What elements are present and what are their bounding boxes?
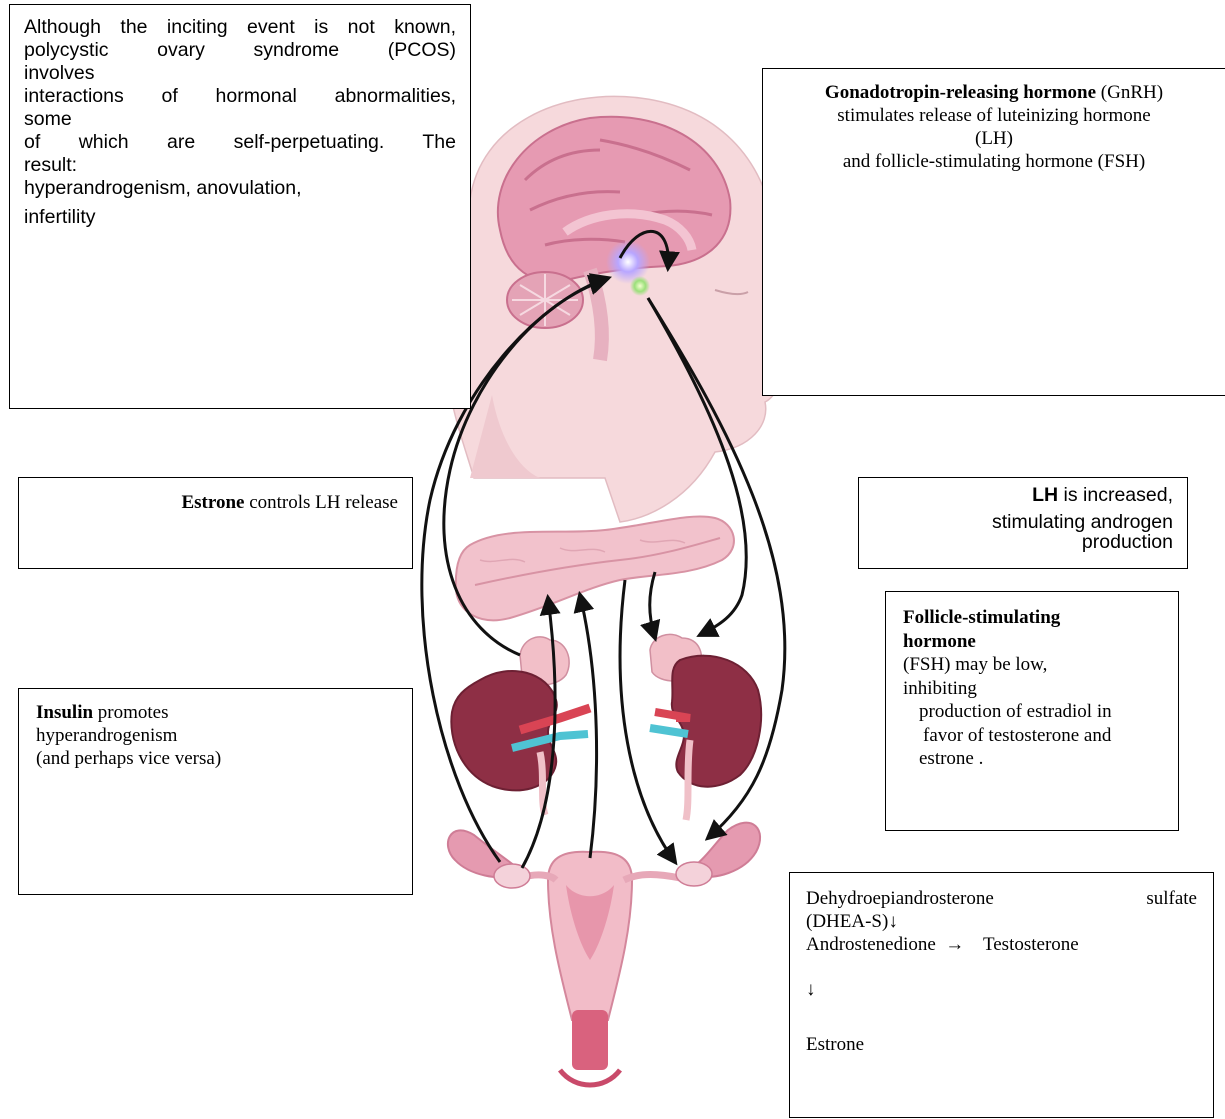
- gnrh-line-4: and follicle-stimulating hormone (FSH): [771, 150, 1217, 173]
- arrow-pancreas-to-right-adrenal: [650, 572, 655, 638]
- estrone-text: controls LH release: [244, 492, 398, 513]
- arrow-pancreas-to-right-ovary: [620, 580, 675, 862]
- fsh-bold-term: Follicle-stimulating: [903, 607, 1060, 628]
- intro-line: interactions of hormonal abnormalities,: [24, 85, 456, 108]
- fsh-line-4: inhibiting: [903, 677, 1164, 701]
- pancreas-illustration: [456, 516, 734, 620]
- lh-text-box: LH is increased, stimulating androgen pr…: [858, 477, 1188, 569]
- right-kidney-illustration: [650, 634, 761, 820]
- insulin-line-2: hyperandrogenism: [36, 724, 395, 747]
- fsh-bold-line-2: hormone: [903, 630, 1164, 654]
- gnrh-line-2: stimulates release of luteinizing hormon…: [771, 104, 1217, 127]
- intro-line: polycystic ovary syndrome (PCOS): [24, 39, 456, 62]
- fsh-line-6: favor of testosterone and: [903, 724, 1164, 748]
- gnrh-bold-term: Gonadotropin-releasing hormone: [825, 82, 1096, 103]
- intro-line: of which are self-perpetuating. The: [24, 131, 456, 154]
- fsh-bold-line-1: Follicle-stimulating: [903, 606, 1164, 630]
- estrone-line: Estrone controls LH release: [33, 492, 398, 514]
- intro-line: result:: [24, 154, 456, 177]
- steroid-down-arrow: ↓: [806, 978, 1197, 1001]
- insulin-text-box: Insulin promotes hyperandrogenism (and p…: [18, 688, 413, 895]
- fsh-bold-term-2: hormone: [903, 631, 976, 652]
- uterus-illustration: [448, 823, 760, 1085]
- dhea-label: Dehydroepiandrosterone: [806, 887, 994, 910]
- intro-line: some: [24, 108, 456, 131]
- fsh-text-box: Follicle-stimulating hormone (FSH) may b…: [885, 591, 1179, 831]
- steroid-line-2: (DHEA-S)↓: [806, 910, 1197, 933]
- fsh-line-3: (FSH) may be low,: [903, 653, 1164, 677]
- insulin-line-1: Insulin promotes: [36, 701, 395, 724]
- estrone-bold-term: Estrone: [181, 492, 244, 513]
- steroid-line-5: Estrone: [806, 1033, 1197, 1056]
- lh-text: is increased,: [1058, 484, 1173, 506]
- gnrh-text-box: Gonadotropin-releasing hormone (GnRH) st…: [762, 68, 1225, 396]
- intro-line: hyperandrogenism, anovulation,: [24, 177, 456, 200]
- steroid-pathway-box: Dehydroepiandrosterone sulfate (DHEA-S)↓…: [789, 872, 1214, 1118]
- intro-line: Although the inciting event is not known…: [24, 16, 456, 39]
- lh-line-1: LH is increased,: [873, 482, 1173, 509]
- gnrh-line-1: Gonadotropin-releasing hormone (GnRH): [771, 81, 1217, 104]
- sulfate-label: sulfate: [1146, 887, 1197, 910]
- estrone-text-box: Estrone controls LH release: [18, 477, 413, 569]
- intro-line: involves: [24, 62, 456, 85]
- fsh-line-5: production of estradiol in: [903, 700, 1164, 724]
- fsh-line-7: estrone .: [903, 747, 1164, 771]
- left-kidney-illustration: [451, 637, 590, 815]
- intro-text-box: Although the inciting event is not known…: [9, 4, 471, 409]
- gnrh-line-3: (LH): [771, 127, 1217, 150]
- insulin-bold-term: Insulin: [36, 702, 93, 723]
- lh-bold-term: LH: [1032, 484, 1058, 506]
- insulin-line-3: (and perhaps vice versa): [36, 747, 395, 770]
- arrow-ovary-to-pancreas-2: [580, 595, 597, 858]
- intro-line: infertility: [24, 206, 456, 229]
- steroid-line-1: Dehydroepiandrosterone sulfate: [806, 887, 1197, 910]
- gnrh-abbrev: (GnRH): [1096, 82, 1163, 103]
- insulin-text: promotes: [93, 702, 168, 723]
- steroid-line-3: Androstenedione → Testosterone: [806, 933, 1197, 956]
